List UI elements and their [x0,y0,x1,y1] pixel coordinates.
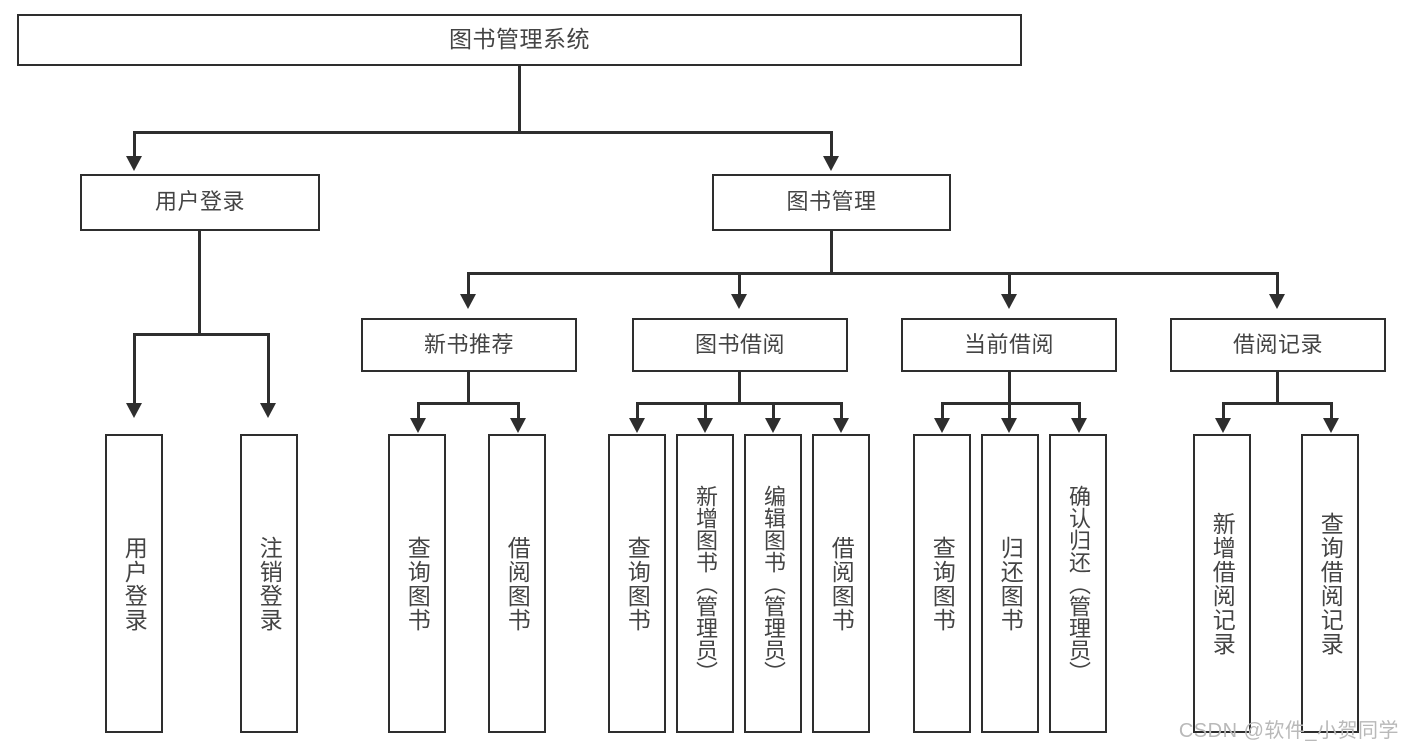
arrowhead-leaf-logout [260,403,276,418]
connector-new-book-drop-1 [417,402,420,420]
arrowhead-leaf-edit-book [765,418,781,433]
leaf-return-book[interactable]: 归还图书 [981,434,1039,733]
connector-book-manage-stem [830,231,833,274]
arrowhead-leaf-borrow-book-1 [510,418,526,433]
connector-level2-drop-3 [1008,272,1011,296]
leaf-label: 用户登录 [121,535,148,632]
arrowhead-leaf-query-book-2 [629,418,645,433]
leaf-label: 查询借阅记录 [1317,511,1344,656]
connector-current-borrow-drop-2 [1008,402,1011,420]
arrowhead-borrow-record [1269,294,1285,309]
connector-root-drop-right [830,131,833,159]
leaf-label: 借阅图书 [504,535,531,632]
connector-new-book-bus [417,402,520,405]
connector-level2-drop-4 [1276,272,1279,296]
connector-book-borrow-drop-3 [772,402,775,420]
node-book-borrow[interactable]: 图书借阅 [632,318,848,372]
node-new-book-recommend[interactable]: 新书推荐 [361,318,577,372]
leaf-label: 新增图书（管理员） [693,484,718,683]
arrowhead-user-login [126,156,142,171]
node-user-login[interactable]: 用户登录 [80,174,320,231]
connector-current-borrow-bus [941,402,1081,405]
arrowhead-leaf-confirm-return [1071,418,1087,433]
leaf-label: 查询图书 [624,535,651,632]
connector-borrow-record-bus [1222,402,1333,405]
arrowhead-leaf-return-book [1001,418,1017,433]
connector-new-book-stem [467,372,470,404]
arrowhead-leaf-user-login [126,403,142,418]
arrowhead-leaf-borrow-book-2 [833,418,849,433]
node-current-borrow[interactable]: 当前借阅 [901,318,1117,372]
arrowhead-book-manage [823,156,839,171]
leaf-edit-book-admin[interactable]: 编辑图书（管理员） [744,434,802,733]
node-book-management[interactable]: 图书管理 [712,174,951,231]
connector-current-borrow-drop-3 [1078,402,1081,420]
connector-root-stem [518,66,521,132]
leaf-label: 确认归还（管理员） [1066,484,1091,683]
connector-borrow-record-stem [1276,372,1279,404]
connector-book-borrow-drop-1 [636,402,639,420]
leaf-add-borrow-record[interactable]: 新增借阅记录 [1193,434,1251,733]
leaf-confirm-return-admin[interactable]: 确认归还（管理员） [1049,434,1107,733]
connector-book-manage-bus [467,272,1279,275]
node-label: 用户登录 [154,189,245,215]
leaf-query-book-new[interactable]: 查询图书 [388,434,446,733]
connector-user-login-drop-2 [267,333,270,405]
node-root-system[interactable]: 图书管理系统 [17,14,1022,66]
connector-book-borrow-bus [636,402,842,405]
connector-borrow-record-drop-1 [1222,402,1225,420]
node-label: 借阅记录 [1232,331,1323,357]
leaf-query-borrow-record[interactable]: 查询借阅记录 [1301,434,1359,733]
node-borrow-record[interactable]: 借阅记录 [1170,318,1386,372]
node-label: 当前借阅 [963,331,1054,357]
connector-level2-drop-2 [738,272,741,296]
leaf-add-book-admin[interactable]: 新增图书（管理员） [676,434,734,733]
connector-root-drop-left [133,131,136,159]
connector-book-borrow-stem [738,372,741,404]
leaf-label: 注销登录 [256,535,283,632]
connector-current-borrow-stem [1008,372,1011,404]
connector-book-borrow-drop-4 [840,402,843,420]
leaf-label: 新增借阅记录 [1209,511,1236,656]
connector-user-login-bus [133,333,270,336]
leaf-borrow-book[interactable]: 借阅图书 [812,434,870,733]
connector-root-bus [133,131,833,134]
connector-user-login-drop-1 [133,333,136,405]
arrowhead-leaf-query-book-3 [934,418,950,433]
connector-borrow-record-drop-2 [1330,402,1333,420]
connector-level2-drop-1 [467,272,470,296]
arrowhead-leaf-query-record [1323,418,1339,433]
arrowhead-new-book-recommend [460,294,476,309]
leaf-label: 借阅图书 [828,535,855,632]
node-label: 图书借阅 [694,331,785,357]
connector-book-borrow-drop-2 [704,402,707,420]
arrowhead-leaf-add-book [697,418,713,433]
arrowhead-current-borrow [1001,294,1017,309]
connector-current-borrow-drop-1 [941,402,944,420]
leaf-user-login[interactable]: 用户登录 [105,434,163,733]
arrowhead-leaf-add-record [1215,418,1231,433]
leaf-label: 查询图书 [404,535,431,632]
arrowhead-book-borrow [731,294,747,309]
leaf-query-book-borrow[interactable]: 查询图书 [608,434,666,733]
leaf-label: 编辑图书（管理员） [761,484,786,683]
leaf-label: 查询图书 [929,535,956,632]
connector-new-book-drop-2 [517,402,520,420]
connector-user-login-stem [198,231,201,335]
leaf-label: 归还图书 [997,535,1024,632]
leaf-borrow-book-new[interactable]: 借阅图书 [488,434,546,733]
leaf-logout[interactable]: 注销登录 [240,434,298,733]
node-label: 新书推荐 [423,331,514,357]
leaf-query-book-current[interactable]: 查询图书 [913,434,971,733]
arrowhead-leaf-query-book-1 [410,418,426,433]
node-label: 图书管理系统 [449,26,590,53]
node-label: 图书管理 [786,189,877,215]
